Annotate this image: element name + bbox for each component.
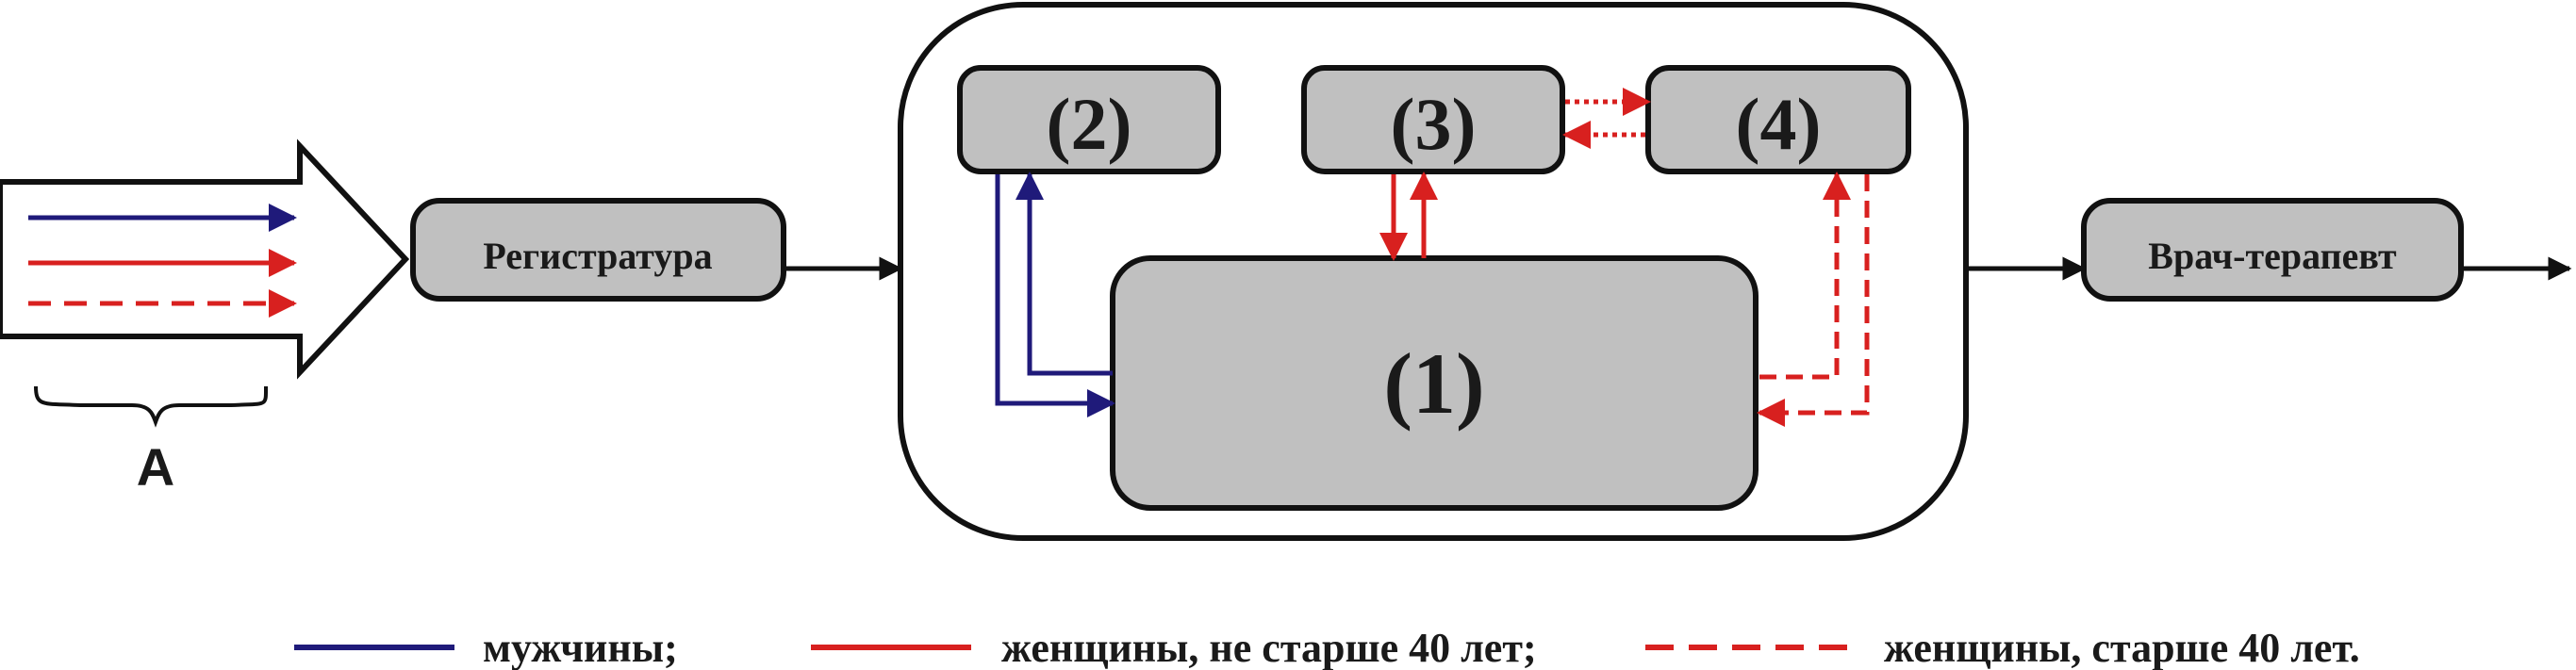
box-2: (2)	[957, 65, 1221, 174]
legend: мужчины; женщины, не старше 40 лет; женщ…	[294, 625, 2360, 670]
box-2-label: (2)	[1047, 83, 1132, 165]
legend-women-under-40-label: женщины, не старше 40 лет;	[1001, 625, 1537, 670]
box-4-label: (4)	[1736, 83, 1822, 165]
box-4: (4)	[1645, 65, 1911, 174]
therapist-box: Врач-терапевт	[2081, 198, 2464, 302]
brace	[34, 385, 269, 428]
group-label-a: А	[137, 437, 174, 497]
box-1-label: (1)	[1383, 335, 1484, 432]
women-over-40-path-1-to-4	[1759, 172, 1851, 380]
men-path-1-to-2	[1016, 172, 1113, 376]
therapist-label: Врач-терапевт	[2148, 235, 2397, 277]
men-path-2-to-1	[995, 174, 1115, 417]
box-3: (3)	[1301, 65, 1565, 174]
input-arrow	[0, 139, 410, 380]
box-3-label: (3)	[1391, 83, 1477, 165]
legend-women-over-40-label: женщины, старше 40 лет.	[1884, 625, 2360, 670]
registratura-label: Регистратура	[483, 235, 712, 277]
registratura-box: Регистратура	[410, 198, 786, 302]
legend-men-label: мужчины;	[483, 625, 678, 670]
women-over-40-path-4-to-1	[1757, 174, 1870, 427]
box-1: (1)	[1110, 255, 1759, 511]
